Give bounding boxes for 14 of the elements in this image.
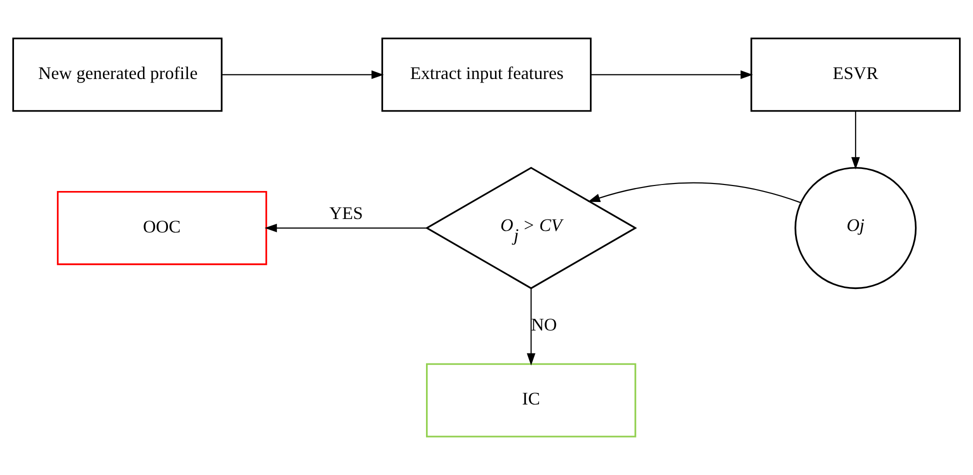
- node-box: ESVR: [750, 38, 961, 112]
- node-box: OOC: [56, 190, 268, 266]
- node-box: IC: [426, 363, 636, 438]
- arrow: [264, 224, 427, 232]
- edge-label: NO: [531, 314, 557, 334]
- arrow: [588, 182, 801, 204]
- node-box: New generated profile: [12, 38, 222, 112]
- arrow: [222, 70, 384, 79]
- arrow: [526, 288, 536, 366]
- node-box: Extract input features: [381, 38, 592, 112]
- arrow: [591, 70, 753, 79]
- arrow: [851, 111, 860, 170]
- node-circle: Oj: [794, 166, 917, 290]
- edge-label: YES: [329, 202, 363, 223]
